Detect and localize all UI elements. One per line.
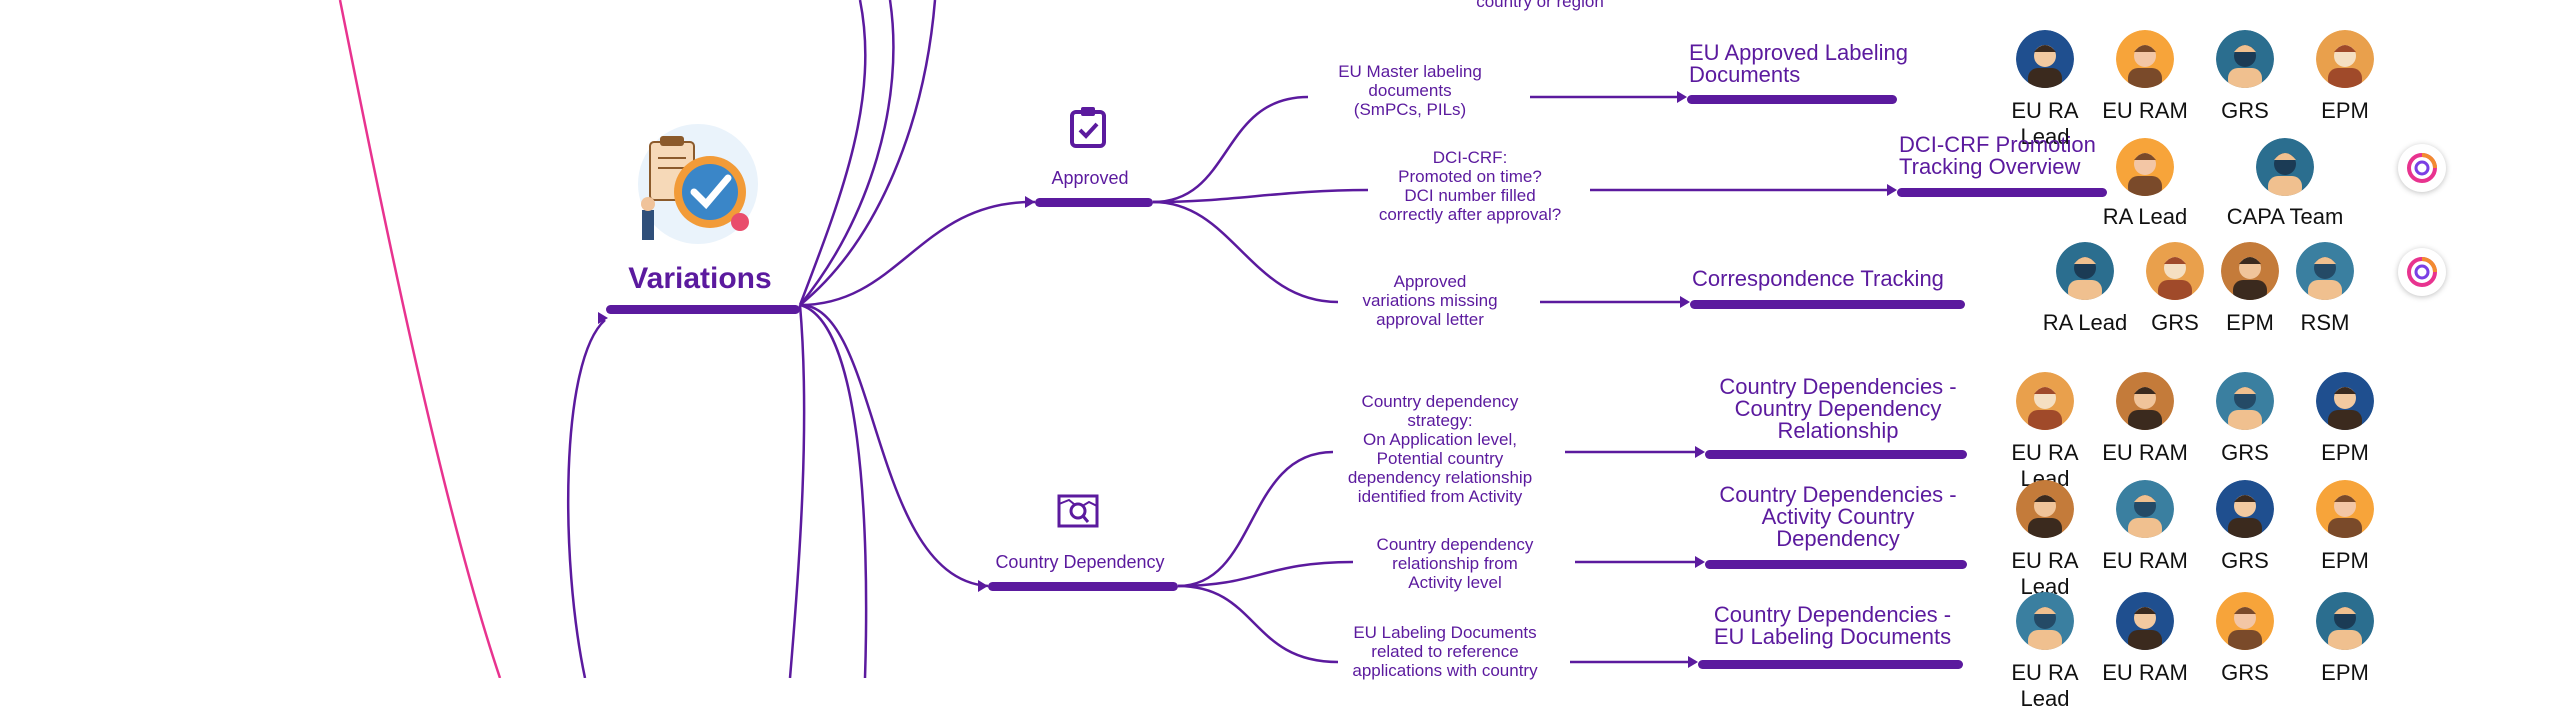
avatar-epm[interactable]	[2316, 30, 2374, 88]
branch-bar-country-dependency	[988, 582, 1178, 591]
mind-map-canvas: country or region Variations Approved	[338, 0, 2446, 711]
avatar-eu-ra-lead[interactable]	[2016, 592, 2074, 650]
avatar-eu-ram[interactable]	[2116, 30, 2174, 88]
root-underline	[606, 305, 800, 314]
note-to-dest-arrow-3	[1695, 446, 1705, 458]
branch-to-note-2	[1152, 200, 1339, 304]
avatar-epm[interactable]	[2316, 372, 2374, 430]
destination-link-4[interactable]: Country Dependencies - Activity Country …	[1719, 482, 1957, 551]
role-label: EU RAM	[2102, 440, 2188, 465]
row-note-4: Country dependency relationship from Act…	[1376, 535, 1534, 592]
destination-link-5[interactable]: Country Dependencies - EU Labeling Docum…	[1713, 602, 1952, 649]
role-label: GRS	[2221, 98, 2269, 123]
branch-to-note-3	[1177, 450, 1334, 588]
root-to-country-dependency	[799, 303, 989, 588]
destination-bar-2	[1690, 300, 1965, 309]
role-label: EU RA Lead	[2011, 98, 2079, 149]
branch-to-note-4	[1177, 560, 1354, 588]
role-label: EPM	[2321, 440, 2369, 465]
root-incoming-arrow	[598, 312, 608, 324]
variations-illustration	[628, 122, 768, 247]
note-to-dest-arrow-2	[1680, 296, 1690, 308]
role-label: RSM	[2300, 310, 2350, 335]
connector-lines	[338, 0, 1897, 678]
root-down-connector-2	[788, 304, 806, 678]
role-label: EPM	[2321, 548, 2369, 573]
branch-label-approved: Approved	[1051, 168, 1129, 188]
role-label: GRS	[2221, 548, 2269, 573]
note-to-dest-arrow-4	[1695, 556, 1705, 568]
note-to-dest-arrow-1	[1887, 184, 1897, 196]
avatar-eu-ra-lead[interactable]	[2016, 30, 2074, 88]
role-label: RA Lead	[2042, 310, 2128, 335]
avatar-grs[interactable]	[2216, 592, 2274, 650]
role-label: EU RA Lead	[2011, 440, 2079, 491]
row-note-3: Country dependency strategy: On Applicat…	[1347, 392, 1533, 506]
approved-arrow	[1025, 196, 1035, 208]
avatar-rsm[interactable]	[2296, 242, 2354, 300]
branch-bar-approved	[1035, 198, 1153, 207]
pink-connector	[338, 0, 502, 678]
role-label: EPM	[2226, 310, 2274, 335]
avatar-epm[interactable]	[2316, 592, 2374, 650]
role-label: GRS	[2151, 310, 2199, 335]
root-down-connector	[799, 303, 868, 678]
destination-link-2[interactable]: Correspondence Tracking	[1692, 266, 1944, 291]
branch-to-note-5	[1177, 584, 1339, 664]
avatar-grs[interactable]	[2216, 30, 2274, 88]
destination-bar-3	[1705, 450, 1967, 459]
app-launch-icon[interactable]	[2398, 248, 2446, 296]
row-note-5: EU Labeling Documents related to referen…	[1352, 623, 1538, 680]
country-dependency-arrow	[978, 580, 988, 592]
destination-link-0[interactable]: EU Approved Labeling Documents	[1689, 40, 1908, 87]
destination-link-1[interactable]: DCI-CRF Promotion Tracking Overview	[1899, 132, 2096, 179]
map-search-icon	[1057, 492, 1099, 530]
avatar-eu-ram[interactable]	[2116, 372, 2174, 430]
branch-to-note-0	[1152, 95, 1309, 204]
avatar-grs[interactable]	[2216, 372, 2274, 430]
note-to-dest-arrow-5	[1688, 656, 1698, 668]
destination-bar-1	[1897, 188, 2107, 197]
root-incoming-connector	[567, 319, 606, 678]
avatar-epm[interactable]	[2316, 480, 2374, 538]
destination-bar-5	[1698, 660, 1963, 669]
root-up-connector-3	[799, 0, 937, 306]
avatar-eu-ra-lead[interactable]	[2016, 480, 2074, 538]
role-label: EPM	[2321, 98, 2369, 123]
root-up-connector-2	[799, 0, 895, 306]
avatar-eu-ra-lead[interactable]	[2016, 372, 2074, 430]
role-label: EU RAM	[2102, 98, 2188, 123]
destination-bar-4	[1705, 560, 1967, 569]
root-up-connector-1	[798, 0, 867, 306]
row-note-2: Approved variations missing approval let…	[1362, 272, 1498, 329]
top-note: country or region	[1476, 0, 1604, 11]
root-title: Variations	[628, 262, 772, 295]
avatar-ra-lead[interactable]	[2056, 242, 2114, 300]
avatar-eu-ram[interactable]	[2116, 592, 2174, 650]
avatar-ra-lead[interactable]	[2116, 138, 2174, 196]
role-label: EU RAM	[2102, 548, 2188, 573]
app-launch-icon[interactable]	[2398, 144, 2446, 192]
role-label: CAPA Team	[2226, 204, 2344, 229]
branch-label-country-dependency: Country Dependency	[995, 552, 1165, 572]
avatar-epm[interactable]	[2221, 242, 2279, 300]
destination-link-3[interactable]: Country Dependencies - Country Dependenc…	[1719, 374, 1957, 443]
avatar-grs[interactable]	[2146, 242, 2204, 300]
avatar-eu-ram[interactable]	[2116, 480, 2174, 538]
destination-bar-0	[1687, 95, 1897, 104]
avatar-grs[interactable]	[2216, 480, 2274, 538]
role-label: GRS	[2221, 440, 2269, 465]
row-note-0: EU Master labeling documents (SmPCs, PIL…	[1338, 62, 1482, 119]
note-to-dest-arrow-0	[1677, 91, 1687, 103]
role-label: EPM	[2321, 660, 2369, 685]
row-note-1: DCI-CRF: Promoted on time? DCI number fi…	[1378, 148, 1562, 224]
root-to-approved	[799, 200, 1036, 307]
clipboard-check-icon	[1069, 106, 1107, 148]
avatar-capa-team[interactable]	[2256, 138, 2314, 196]
branch-to-note-1	[1152, 188, 1369, 204]
role-label: RA Lead	[2102, 204, 2188, 229]
